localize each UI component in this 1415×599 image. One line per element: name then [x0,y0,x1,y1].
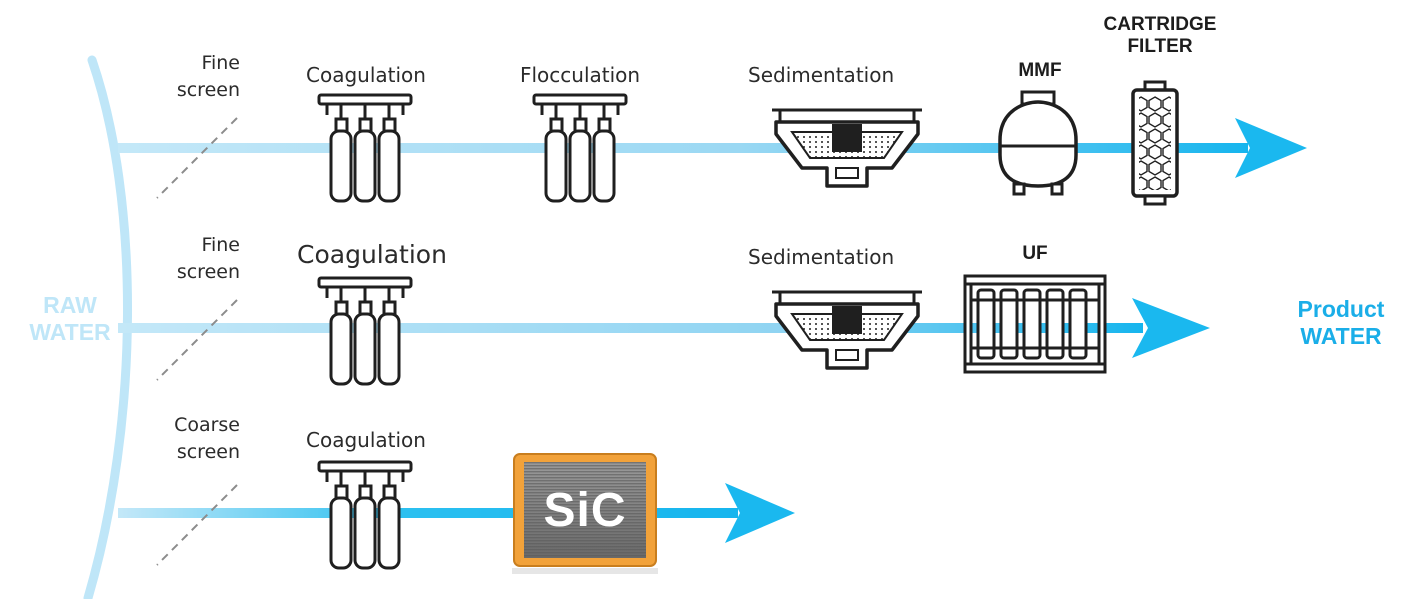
fine-screen-line-2 [156,299,238,381]
product-water-line-1: Product [1297,296,1385,322]
flow-row-3 [118,483,795,543]
coarse-screen-label: Coarse screen [120,412,240,466]
screen-lines [156,117,238,566]
fine-screen-2-line-2: screen [176,261,240,283]
raw-water-bar [83,55,132,599]
flocculation-label: Flocculation [520,63,641,87]
coagulation-label-3: Coagulation [306,428,426,452]
coagulation-tank-icon [317,93,413,203]
fine-screen-label-2: Fine screen [120,232,240,286]
uf-label: UF [1022,243,1048,264]
product-water-line-2: WATER [1300,323,1382,349]
coarse-screen-line-1: Coarse [174,414,240,436]
coagulation-tank-icon-2 [317,276,413,386]
flow-row-2 [118,298,1210,358]
cartridge-filter-icon [1131,80,1179,206]
fine-screen-2-line-1: Fine [201,234,240,256]
uf-module-icon [963,274,1107,374]
sedimentation-basin-icon-2 [770,290,924,370]
coagulation-label-2: Coagulation [297,240,447,269]
flow-row-1 [118,118,1307,178]
flocculation-tank-icon [532,93,628,203]
raw-water-line-1: RAW [43,292,97,318]
mmf-vessel-icon [998,90,1078,196]
fine-screen-1-line-2: screen [176,79,240,101]
cartridge-label-line-1: CARTRIDGE [1103,14,1217,35]
cartridge-label-line-2: FILTER [1127,36,1193,57]
sedimentation-basin-icon [770,108,924,188]
raw-water-line-2: WATER [29,319,111,345]
sedimentation-label-1: Sedimentation [748,63,895,87]
sedimentation-label-2: Sedimentation [748,245,895,269]
product-water-label: Product WATER [1276,296,1406,350]
coarse-screen-line-2: screen [176,441,240,463]
raw-water-label: RAW WATER [10,292,130,346]
cartridge-filter-label: CARTRIDGE FILTER [1085,14,1235,58]
fine-screen-label-1: Fine screen [120,50,240,104]
coagulation-label-1: Coagulation [306,63,426,87]
fine-screen-1-line-1: Fine [201,52,240,74]
sic-membrane-icon [512,453,658,574]
mmf-label: MMF [1018,60,1062,81]
coarse-screen-line [156,484,238,566]
fine-screen-line-1 [156,117,238,199]
sic-label: SiC [543,483,627,537]
coagulation-tank-icon-3 [317,460,413,570]
